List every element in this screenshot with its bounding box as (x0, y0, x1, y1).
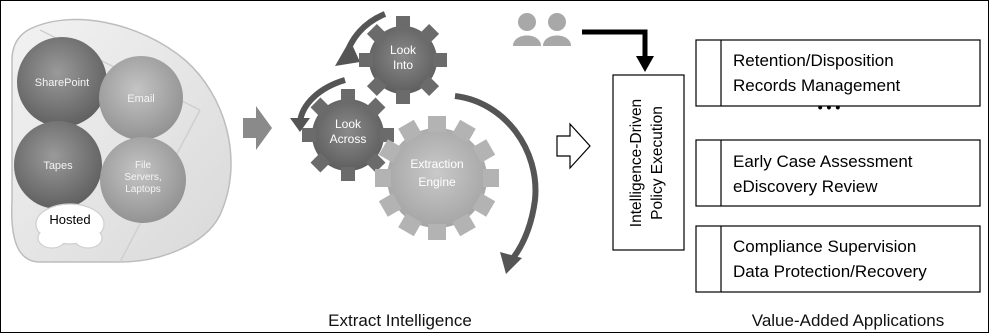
engine-label-2: Engine (418, 175, 456, 189)
look-into-label-2: Into (393, 58, 413, 72)
policy-label-1: Intelligence-Driven (628, 99, 645, 227)
application-box (695, 39, 981, 107)
caption-extract-intelligence: Extract Intelligence (328, 311, 472, 330)
application-subtitle: Records Management (733, 76, 901, 95)
application-title: Retention/Disposition (733, 51, 894, 70)
sharepoint-label: SharePoint (35, 77, 89, 89)
outline-arrow-right-icon (556, 122, 591, 170)
tapes-label: Tapes (43, 160, 73, 172)
file-servers-label-2: Servers, (124, 172, 161, 183)
hosted-cloud-icon (35, 203, 105, 249)
engine-label-1: Extraction (410, 157, 463, 171)
application-box (695, 225, 981, 293)
tapes-circle (14, 121, 102, 209)
rotation-arrow-icon (297, 77, 346, 123)
look-into-label-1: Look (390, 43, 417, 57)
arrow-right-icon (243, 106, 272, 150)
application-title: Early Case Assessment (733, 152, 913, 171)
arrow-down-icon (636, 56, 654, 72)
policy-label-2: Policy Execution (649, 106, 666, 220)
application-subtitle: eDiscovery Review (733, 177, 878, 196)
policy-box (612, 74, 685, 251)
look-across-gear (302, 89, 394, 181)
extraction-engine-gear (375, 116, 499, 240)
people-icon (513, 13, 571, 46)
file-servers-circle (100, 137, 186, 223)
rotation-arrow-icon (454, 93, 539, 264)
application-subtitle: Data Protection/Recovery (733, 262, 927, 281)
data-sources-group: SharePoint Email Tapes File Servers, Lap… (10, 18, 232, 263)
rotation-arrowhead-icon (500, 252, 522, 274)
applications-group: Retention/Disposition Records Management… (695, 39, 981, 293)
email-circle (99, 56, 183, 140)
sharepoint-circle (17, 37, 107, 127)
file-servers-label-1: File (135, 160, 152, 171)
caption-value-added-applications: Value-Added Applications (752, 311, 945, 330)
look-across-label-2: Across (330, 132, 367, 146)
application-box (695, 139, 981, 207)
application-title: Compliance Supervision (733, 237, 916, 256)
hosted-label: Hosted (49, 212, 90, 227)
file-servers-label-3: Laptops (125, 184, 161, 195)
gears-group: Look Into Look Across (290, 11, 539, 274)
rotation-arrowhead-icon (335, 40, 360, 66)
email-label: Email (127, 93, 155, 105)
ellipsis-label: • • • (818, 99, 841, 115)
connector-arrow (582, 29, 648, 58)
rotation-arrowhead-icon (290, 118, 310, 132)
look-across-label-1: Look (335, 117, 362, 131)
